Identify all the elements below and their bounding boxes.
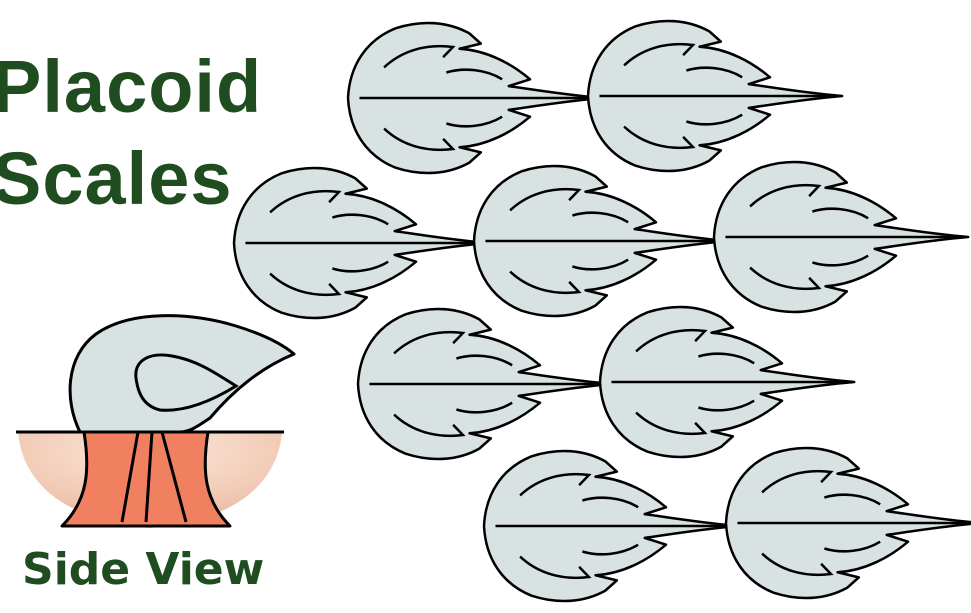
scale-icon [600, 307, 854, 457]
title-line-2: Scales [0, 137, 233, 220]
side-view-scale [16, 316, 294, 528]
scale-icon [348, 23, 602, 173]
top-view-scales [234, 21, 971, 601]
scale-icon [234, 168, 488, 318]
title-line-1: Placoid [0, 45, 262, 128]
scale-icon [588, 21, 842, 171]
scale-icon [726, 448, 971, 598]
scale-icon [714, 162, 968, 312]
side-view-caption: Side View [22, 544, 264, 595]
scale-icon [484, 451, 738, 601]
scale-icon [474, 166, 728, 316]
scale-icon [358, 309, 612, 459]
